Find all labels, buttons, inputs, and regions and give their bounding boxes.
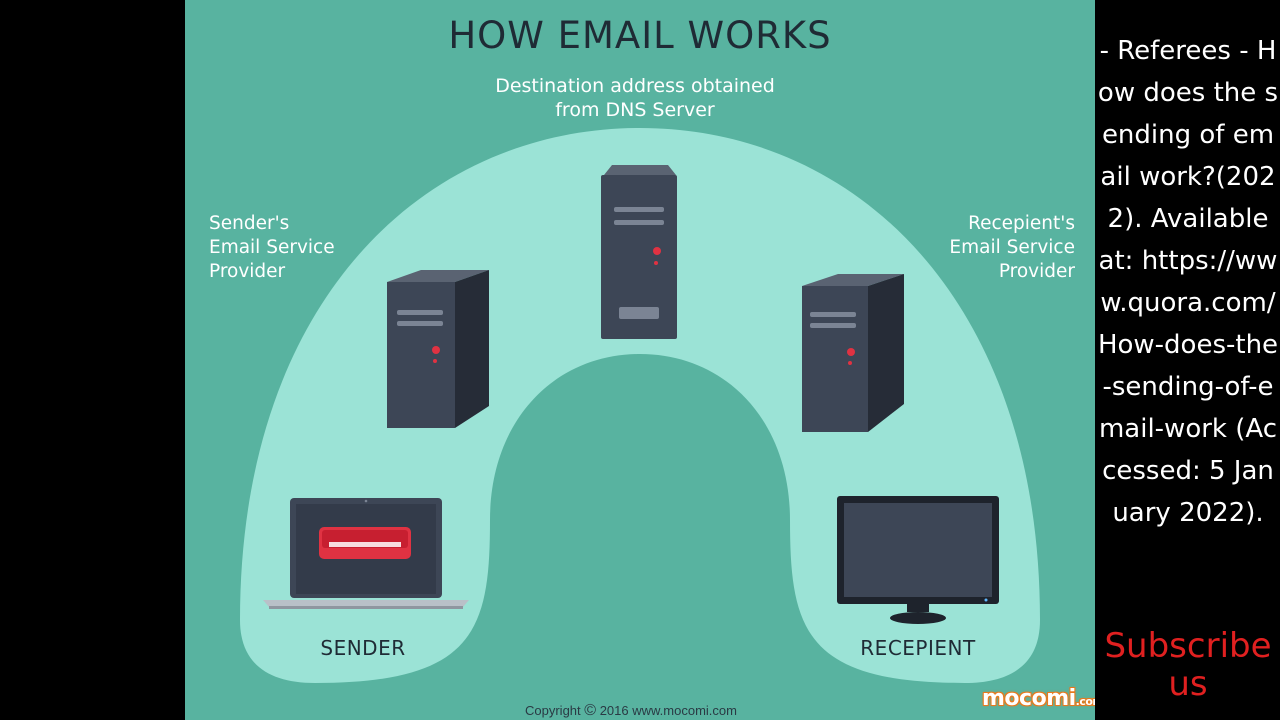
monitor-icon [837, 496, 999, 624]
caption-line: Email Service [949, 237, 1075, 258]
dns-caption: Destination address obtained from DNS Se… [185, 74, 1085, 122]
caption-line: Provider [998, 261, 1075, 282]
caption-line: Email Service [209, 237, 335, 258]
dns-server-icon [601, 165, 677, 339]
logo-text: mocomi [982, 686, 1076, 711]
copyright-notice: Copyright © 2016 www.mocomi.com [525, 702, 737, 720]
laptop-icon [263, 498, 469, 609]
referees-text: - Referees - How does the sending of ema… [1097, 36, 1279, 528]
dns-caption-line: from DNS Server [555, 99, 715, 121]
caption-line: Recepient's [968, 213, 1075, 234]
sender-server-icon [387, 270, 489, 428]
copyright-text: 2016 www.mocomi.com [599, 703, 737, 718]
dns-caption-line: Destination address obtained [495, 75, 775, 97]
sender-provider-caption: Sender's Email Service Provider [209, 212, 384, 284]
mocomi-logo: mocomi.com [982, 686, 1095, 711]
page-title: HOW EMAIL WORKS [448, 14, 832, 57]
recipient-provider-caption: Recepient's Email Service Provider [900, 212, 1075, 284]
recipient-server-icon [802, 274, 904, 432]
sender-label: SENDER [320, 636, 406, 660]
caption-line: Sender's [209, 213, 290, 234]
how-email-works-infographic: HOW EMAIL WORKS Destination address obta… [185, 0, 1095, 720]
recipient-label: RECEPIENT [860, 636, 976, 660]
copyright-prefix: Copyright [525, 703, 581, 718]
copyright-symbol: © [584, 702, 597, 719]
subscribe-text: Subscribe us [1104, 626, 1272, 704]
caption-line: Provider [209, 261, 286, 282]
logo-suffix: .com [1075, 695, 1095, 708]
